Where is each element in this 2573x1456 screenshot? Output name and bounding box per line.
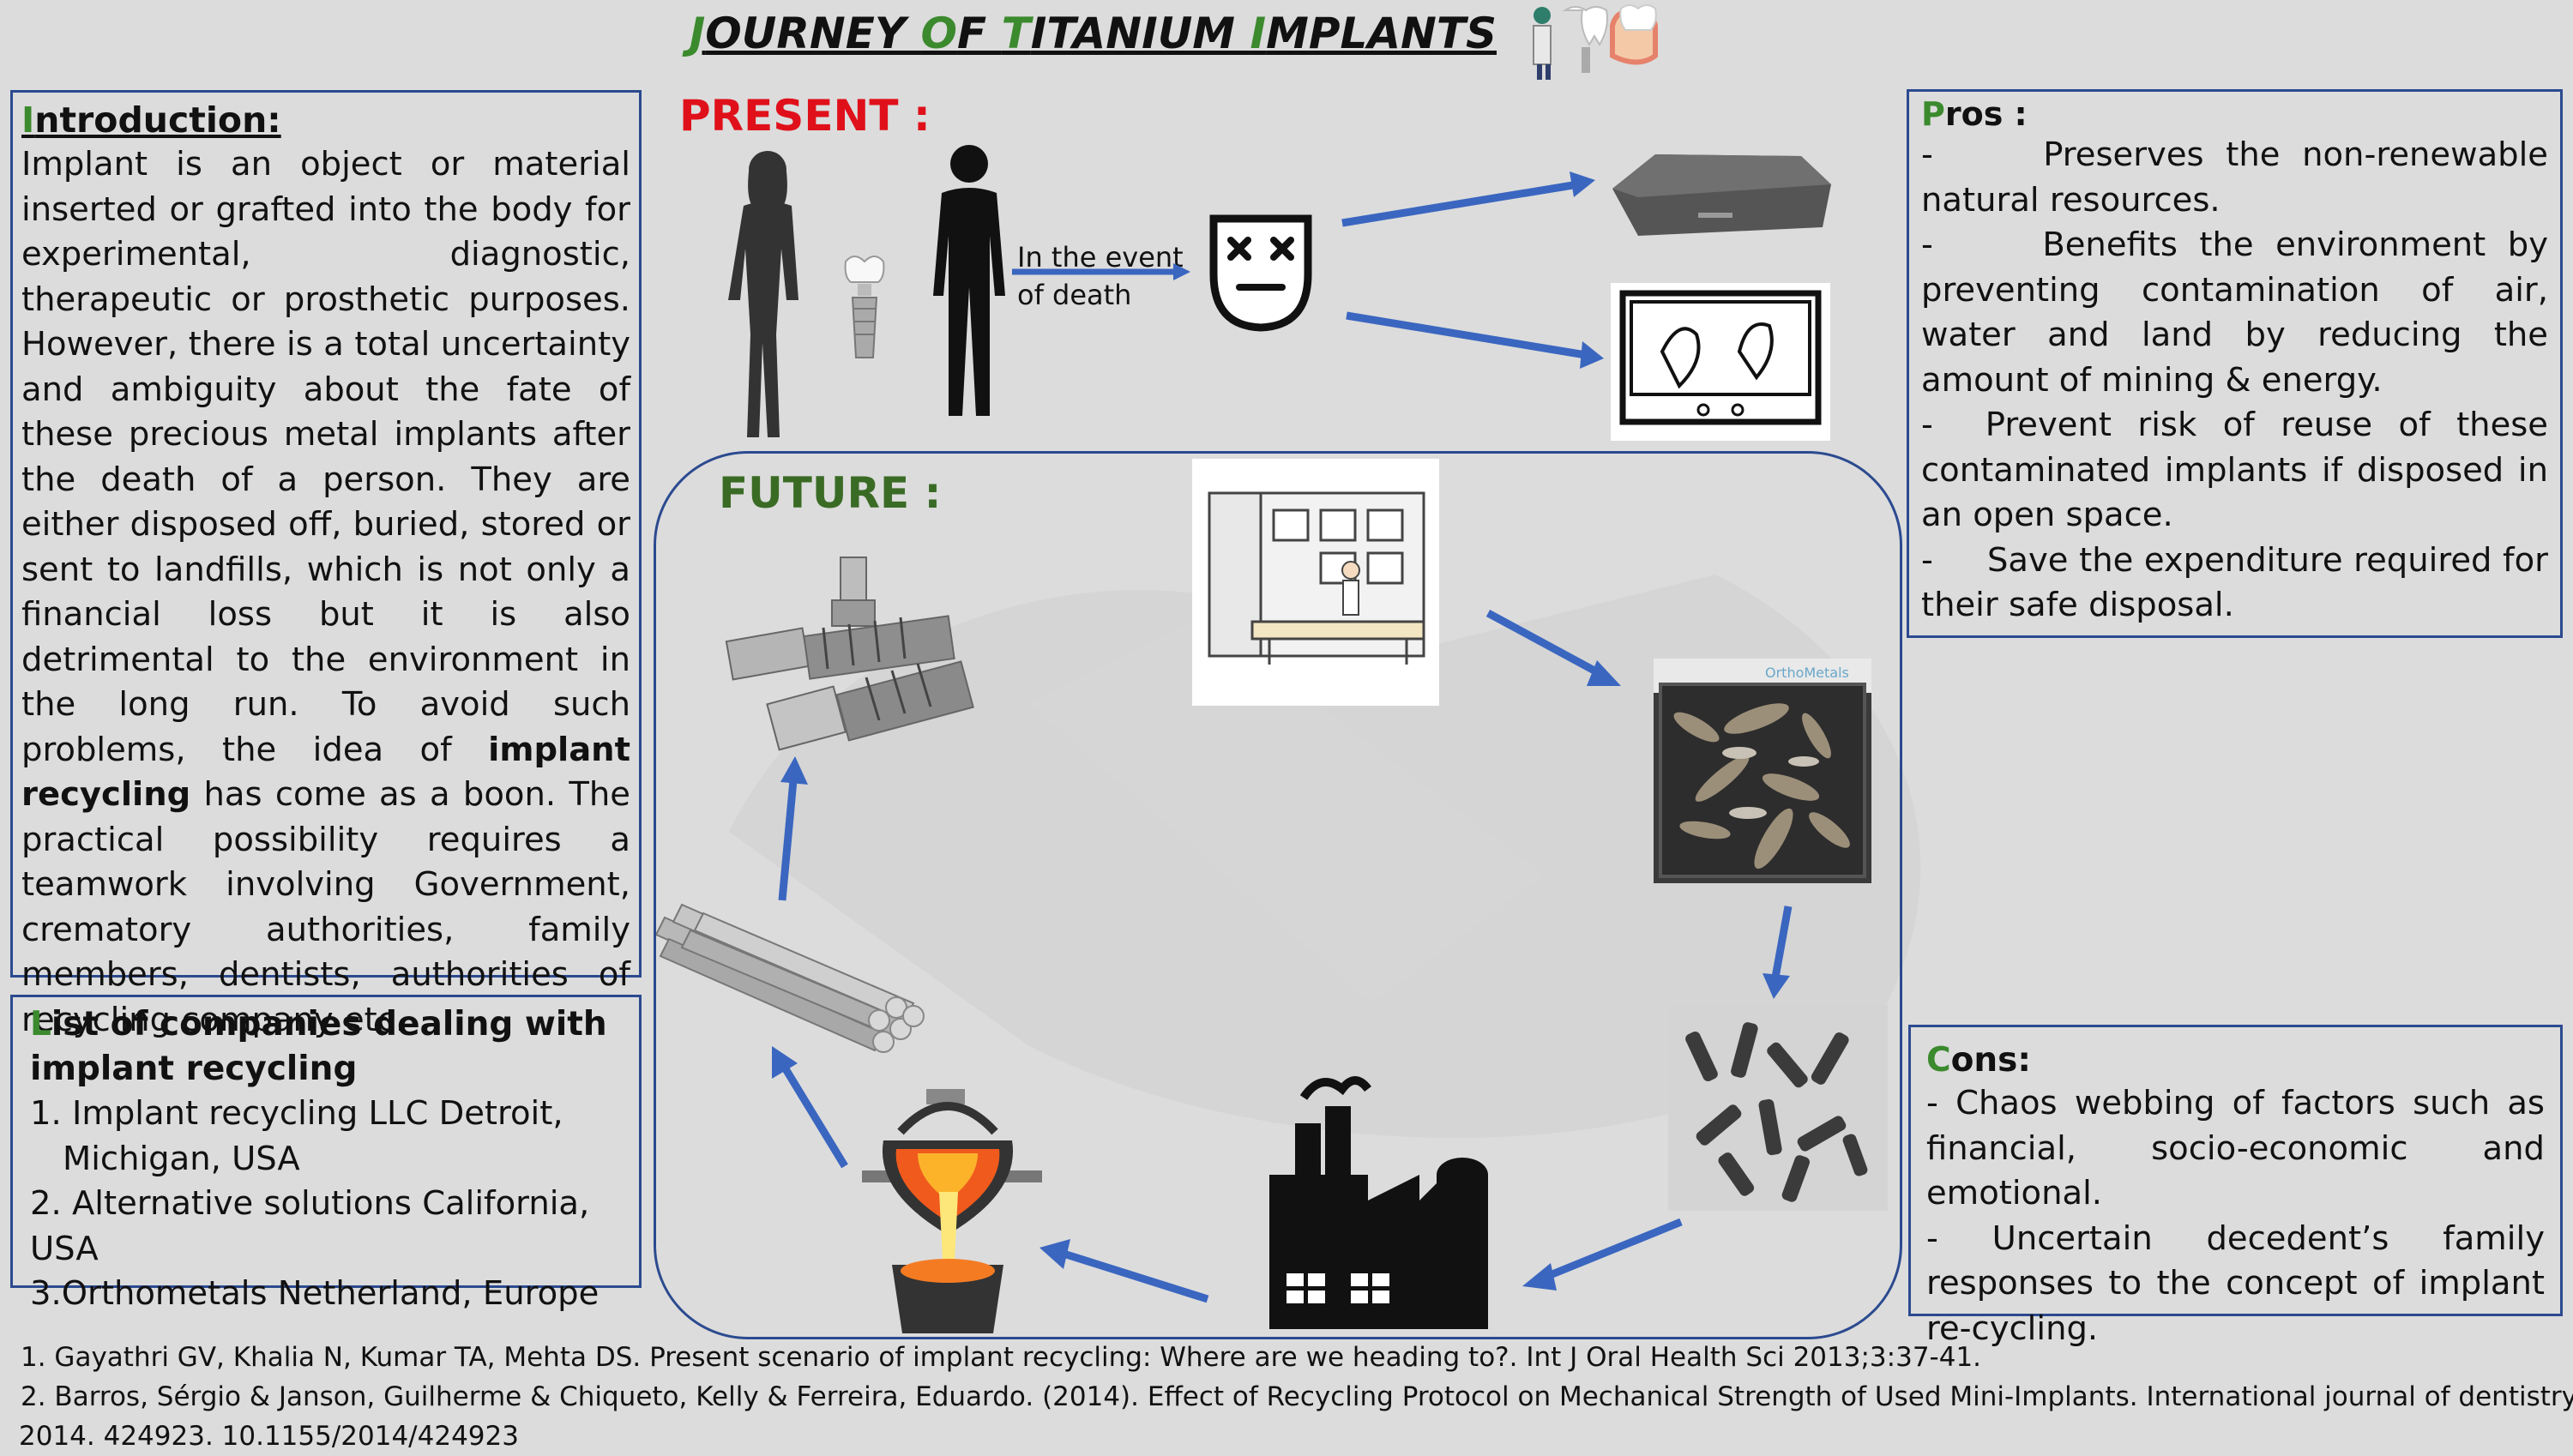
cons-box: Cons: - Chaos webbing of factors such as…: [1908, 1025, 2563, 1348]
event-of-death-text: In the event of death: [1017, 241, 1184, 311]
companies-heading: List of companies dealing with implant r…: [30, 1005, 607, 1088]
introduction-box: Introduction: Implant is an object or ma…: [10, 90, 642, 1039]
woman-silhouette-icon: [728, 151, 798, 437]
companies-box: List of companies dealing with implant r…: [10, 995, 642, 1313]
company-item: 3.Orthometals Netherland, Europe: [30, 1274, 600, 1313]
company-item: 2. Alternative solutions California, USA: [30, 1184, 590, 1268]
arrows-present: [1341, 171, 1604, 369]
new-implants-icon: [725, 557, 974, 751]
crematorium-image: [1192, 459, 1439, 706]
pros-item: - Benefits the environment by preventing…: [1921, 226, 2559, 400]
loose-implants-image: [1668, 1005, 1888, 1211]
cons-item: - Chaos webbing of factors such as finan…: [1926, 1084, 2545, 1212]
pros-heading: Pros :: [1921, 95, 2028, 133]
pros-item: - Prevent risk of reuse of these contami…: [1921, 406, 2559, 534]
reference-item: 2. Barros, Sérgio & Janson, Guilherme & …: [21, 1381, 2573, 1412]
future-cycle-box: [654, 451, 1902, 1339]
introduction-text: Implant is an object or material inserte…: [21, 145, 630, 1039]
references: 1. Gayathri GV, Khalia N, Kumar TA, Meht…: [19, 1338, 2573, 1456]
page-title: JOURNEY OF TITANIUM IMPLANTS: [689, 9, 1497, 58]
dentist-tooth-icon: [1533, 4, 1658, 80]
cons-heading: Cons:: [1926, 1041, 2031, 1080]
introduction-heading: Introduction:: [21, 99, 281, 141]
man-silhouette-icon: [933, 145, 1005, 416]
pros-item: - Save the expenditure required for thei…: [1921, 540, 2559, 625]
dental-implant-icon: [844, 256, 885, 358]
factory-icon: [1269, 1076, 1488, 1329]
pros-box: Pros : - Preserves the non-renewable nat…: [1907, 89, 2563, 638]
dead-face-icon: [1209, 214, 1312, 332]
background-watermark: [729, 575, 1921, 1138]
reference-item: 2014. 424923. 10.1155/2014/424923: [19, 1421, 519, 1452]
watermark-logo-text: OrthoMetals: [1765, 665, 1849, 681]
molten-metal-crucible-icon: [862, 1089, 1042, 1333]
company-item: 1. Implant recycling LLC Detroit,: [30, 1094, 563, 1133]
pros-item: - Preserves the non-renewable natural re…: [1921, 135, 2559, 220]
reference-item: 1. Gayathri GV, Khalia N, Kumar TA, Meht…: [21, 1342, 1982, 1373]
morgue-cold-storage-image: [1611, 283, 1830, 441]
future-label: FUTURE :: [719, 468, 942, 518]
titanium-rods-icon: [656, 903, 925, 1053]
coffin-icon: [1612, 154, 1831, 236]
event-arrow: [1012, 263, 1190, 280]
companies-list: 1. Implant recycling LLC Detroit, Michig…: [30, 1092, 622, 1317]
cons-item: - Uncertain decedent’s family responses …: [1926, 1218, 2545, 1348]
present-label: PRESENT :: [679, 91, 931, 141]
company-item: Michigan, USA: [63, 1139, 300, 1178]
recovered-metal-bin-image: OrthoMetals: [1654, 659, 1871, 883]
